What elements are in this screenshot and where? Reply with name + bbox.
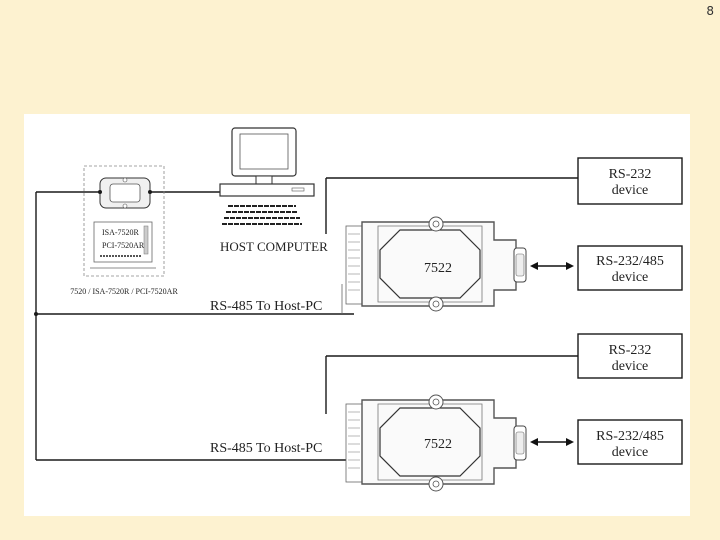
module-2-rs485-device-box bbox=[577, 419, 683, 465]
card-label-pci: PCI-7520AR bbox=[102, 241, 145, 250]
module-7522-1: 7522 bbox=[325, 177, 578, 314]
host-computer-label: HOST COMPUTER bbox=[220, 239, 328, 254]
module-7522-2: 7522 bbox=[325, 355, 578, 492]
diagram-panel: ISA-7520R PCI-7520AR 7520 / ISA-7520R / … bbox=[24, 114, 690, 516]
page-number: 8 bbox=[706, 4, 714, 18]
network-diagram: ISA-7520R PCI-7520AR 7520 / ISA-7520R / … bbox=[34, 127, 683, 492]
link-label-2: RS-485 To Host-PC bbox=[210, 441, 322, 456]
module-2-label: 7522 bbox=[424, 437, 452, 452]
card-label-isa: ISA-7520R bbox=[102, 228, 140, 237]
module-1-rs485-device-line2: device bbox=[612, 270, 649, 285]
module-2-rs232-device-line1: RS-232 bbox=[609, 343, 652, 358]
module-2-rs485-device-line1: RS-232/485 bbox=[596, 429, 664, 444]
module-1-label: 7522 bbox=[424, 261, 452, 276]
module-2-rs232-device-box bbox=[577, 333, 683, 379]
module-1-rs232-device-line2: device bbox=[612, 183, 649, 198]
module-1-rs232-device-line1: RS-232 bbox=[609, 167, 652, 182]
rs485-bus bbox=[34, 191, 354, 461]
module-2-bidirectional-arrow-icon bbox=[530, 438, 574, 446]
module-1-bidirectional-arrow-icon bbox=[530, 262, 574, 270]
module-2-rs485-device-line2: device bbox=[612, 445, 649, 460]
host-computer-icon bbox=[219, 127, 315, 225]
module-1-rs485-device-line1: RS-232/485 bbox=[596, 254, 664, 269]
link-label-1: RS-485 To Host-PC bbox=[210, 299, 322, 314]
converter-group: ISA-7520R PCI-7520AR 7520 / ISA-7520R / … bbox=[70, 165, 178, 296]
module-1-rs232-device-box bbox=[577, 157, 683, 205]
converter-7520 bbox=[98, 177, 152, 209]
converter-caption: 7520 / ISA-7520R / PCI-7520AR bbox=[70, 287, 178, 296]
module-2-rs232-device-line2: device bbox=[612, 359, 649, 374]
module-1-rs485-device-box bbox=[577, 245, 683, 291]
